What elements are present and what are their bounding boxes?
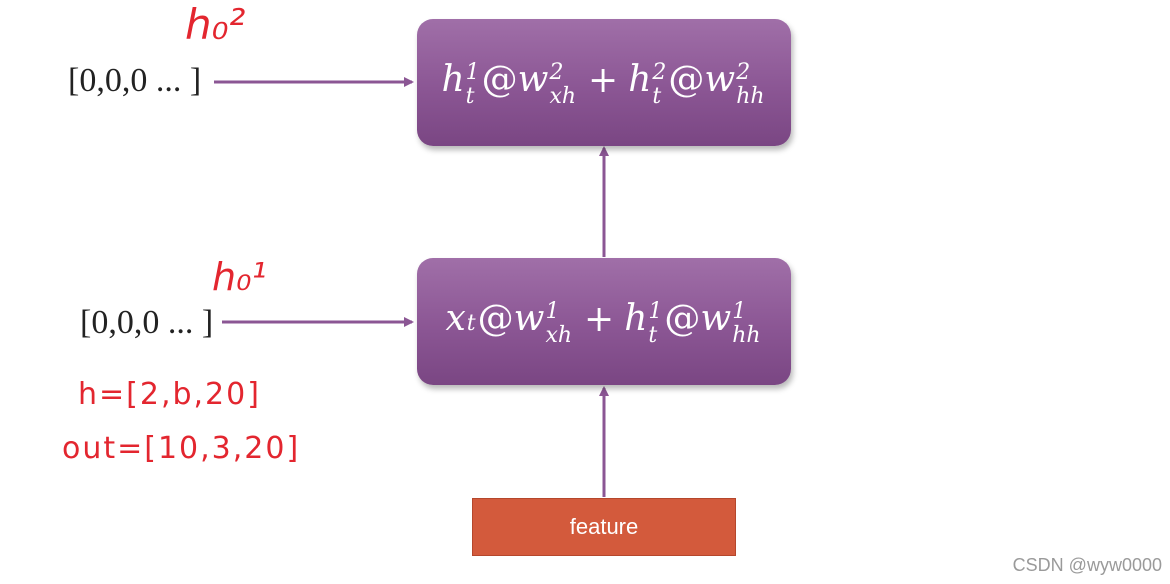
formula-sub: t bbox=[466, 310, 476, 336]
formula-sub: t bbox=[465, 83, 475, 109]
formula-sup: 1 bbox=[648, 299, 663, 325]
formula-sup: 1 bbox=[732, 299, 747, 325]
formula-sup: 2 bbox=[549, 60, 564, 86]
formula-sub: t bbox=[652, 83, 662, 109]
feature-input-box: feature bbox=[472, 498, 736, 556]
formula-base: h bbox=[628, 59, 652, 101]
formula-at: @ bbox=[477, 298, 514, 340]
formula-plus: + bbox=[584, 298, 615, 340]
formula-base: h bbox=[624, 298, 648, 340]
formula-sup: 1 bbox=[545, 299, 560, 325]
formula-base: w bbox=[513, 298, 545, 340]
formula-at: @ bbox=[668, 59, 705, 101]
handwritten-h0-layer1: h₀¹ bbox=[212, 255, 267, 299]
formula-sub: hh bbox=[736, 83, 765, 109]
formula-sup: 2 bbox=[736, 60, 751, 86]
watermark: CSDN @wyw0000 bbox=[1012, 555, 1162, 575]
formula-sup: 1 bbox=[465, 60, 480, 86]
formula-at: @ bbox=[664, 298, 701, 340]
handwritten-h0-layer2: h₀² bbox=[185, 0, 246, 49]
formula-base: x bbox=[445, 298, 466, 340]
formula-sup: 2 bbox=[652, 60, 667, 86]
initial-hidden-state-layer1: [0,0,0 ... ] bbox=[80, 304, 214, 341]
formula-at: @ bbox=[481, 59, 518, 101]
formula-sub: xh bbox=[545, 322, 573, 348]
formula-base: w bbox=[517, 59, 549, 101]
formula-sub: hh bbox=[732, 322, 761, 348]
formula-plus: + bbox=[588, 59, 619, 101]
formula-base: h bbox=[441, 59, 465, 101]
formula-base: w bbox=[704, 59, 736, 101]
handwritten-h-shape: h=[2,b,20] bbox=[78, 377, 261, 412]
formula-base: w bbox=[700, 298, 732, 340]
formula-sub: xh bbox=[549, 83, 577, 109]
handwritten-out-shape: out=[10,3,20] bbox=[62, 431, 301, 466]
formula-sub: t bbox=[648, 322, 658, 348]
initial-hidden-state-layer2: [0,0,0 ... ] bbox=[68, 62, 202, 99]
